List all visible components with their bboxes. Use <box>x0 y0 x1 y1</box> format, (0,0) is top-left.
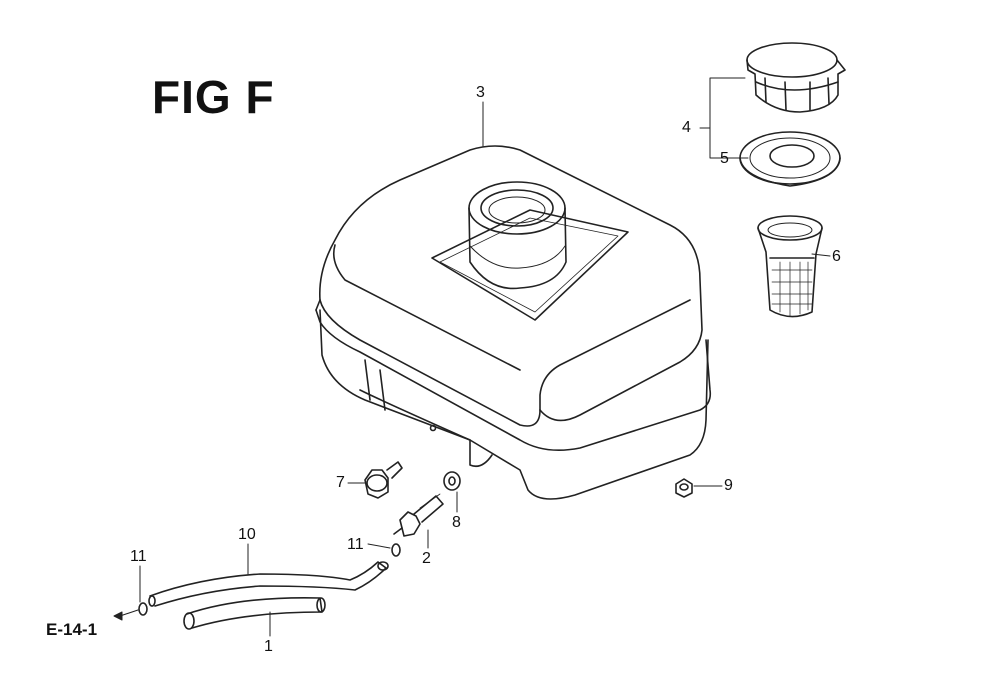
callout-1: 1 <box>264 638 273 655</box>
fuel-cap <box>746 42 846 113</box>
callout-2: 2 <box>422 550 431 567</box>
callout-10: 10 <box>238 526 256 543</box>
page-title: FIG F <box>152 71 275 123</box>
flange-bolt <box>364 461 403 499</box>
callout-6: 6 <box>832 248 841 265</box>
cap-gasket <box>739 131 841 187</box>
callout-8: 8 <box>452 514 461 531</box>
callout-4: 4 <box>682 119 691 136</box>
fuel-cock <box>393 493 444 537</box>
fuel-strainer <box>757 215 823 318</box>
fuel-tube <box>148 561 389 607</box>
reference-label: E-14-1 <box>46 620 98 639</box>
callout-5: 5 <box>720 150 729 167</box>
callout-11a: 11 <box>130 548 147 565</box>
leader-lines <box>113 77 831 637</box>
callout-9: 9 <box>724 477 733 494</box>
callout-11b: 11 <box>347 536 364 553</box>
callout-3: 3 <box>476 84 485 101</box>
sealing-washer <box>443 471 461 491</box>
callout-7: 7 <box>336 474 345 491</box>
tube-clip <box>138 543 401 616</box>
tube <box>183 597 326 630</box>
hex-nut <box>675 478 693 498</box>
fuel-tank <box>315 145 712 500</box>
